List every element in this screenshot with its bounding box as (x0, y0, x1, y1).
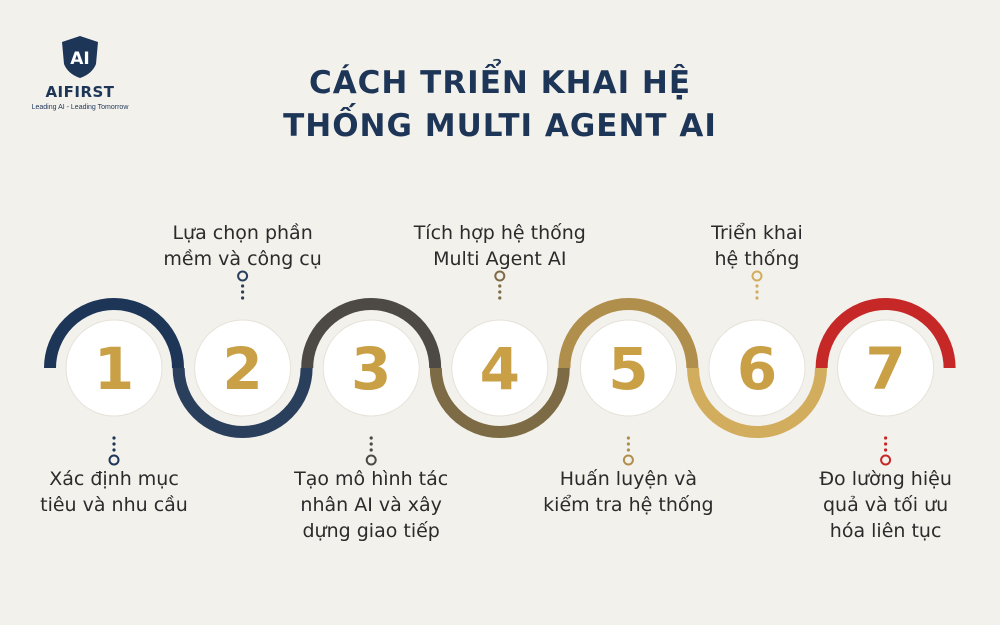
step-arc (172, 367, 313, 438)
connector-dot (755, 284, 759, 288)
connector-ring (880, 454, 892, 466)
logo-mark: AI (70, 49, 89, 69)
step-label-2: Lựa chọn phần mềm và công cụ (143, 220, 343, 272)
connector-dot (112, 436, 116, 440)
step-number: 1 (94, 335, 134, 403)
step-circle (65, 319, 163, 417)
step-circle (322, 319, 420, 417)
logo-name: AIFIRST (45, 83, 115, 101)
step-number: 6 (737, 335, 777, 403)
connector-dot (369, 442, 373, 446)
connector-dot (241, 284, 245, 288)
step-5: 5 (558, 298, 699, 466)
step-label-line: kiểm tra hệ thống (543, 494, 714, 516)
connector-dot (241, 296, 245, 300)
step-label-line: dựng giao tiếp (302, 520, 440, 542)
step-arc (815, 298, 956, 369)
step-circle (579, 319, 677, 417)
step-label-line: Huấn luyện và (559, 468, 698, 490)
connector-ring (237, 270, 249, 282)
step-label-line: quả và tối ưu (822, 494, 949, 516)
step-label-line: Tích hợp hệ thống (413, 222, 586, 244)
step-circle (708, 319, 806, 417)
step-label-1: Xác định mục tiêu và nhu cầu (14, 466, 214, 518)
connector-dot (884, 436, 888, 440)
step-label-line: Lựa chọn phần (172, 222, 313, 244)
step-3: 3 (301, 298, 442, 466)
connector-ring (751, 270, 763, 282)
title-line-1: CÁCH TRIỂN KHAI HỆ (308, 65, 692, 101)
step-2: 2 (172, 270, 313, 438)
step-arc (558, 298, 699, 369)
step-label-line: hóa liên tục (829, 520, 942, 542)
step-label-line: Xác định mục (49, 468, 179, 490)
logo: AI AIFIRST Leading AI - Leading Tomorrow (20, 34, 140, 111)
step-label-line: nhân AI và xây (300, 494, 442, 516)
connector-dot (112, 442, 116, 446)
connector-dot (626, 442, 631, 446)
step-arc (301, 298, 442, 369)
step-number: 3 (351, 335, 391, 403)
page-title: CÁCH TRIỂN KHAI HỆ THỐNG MULTI AGENT AI (240, 62, 760, 148)
step-circle (837, 319, 935, 417)
connector-dot (884, 448, 888, 452)
connector-ring (365, 454, 377, 466)
step-label-3: Tạo mô hình tác nhân AI và xây dựng giao t… (271, 466, 471, 544)
connector-dot (241, 290, 245, 294)
step-label-line: tiêu và nhu cầu (40, 494, 188, 516)
step-label-7: Đo lường hiệu quả và tối ưu hóa liên tục (786, 466, 986, 544)
step-arc (429, 367, 570, 438)
step-6: 6 (687, 270, 827, 438)
connector-ring (494, 270, 506, 282)
connector-dot (369, 448, 373, 452)
connector-dot (498, 296, 502, 300)
connector-dot (369, 436, 373, 440)
step-label-line: Triển khai (711, 222, 803, 244)
step-4: 4 (429, 270, 570, 438)
step-arc (687, 367, 827, 438)
step-number: 4 (480, 335, 520, 403)
step-label-line: Đo lường hiệu (819, 468, 952, 490)
logo-tagline: Leading AI - Leading Tomorrow (31, 104, 129, 111)
connector-dot (755, 290, 759, 294)
step-label-6: Triển khai hệ thống (657, 220, 857, 272)
connector-dot (498, 284, 502, 288)
connector-dot (626, 436, 631, 440)
step-arc (44, 298, 184, 369)
connector-dot (626, 448, 631, 452)
step-label-5: Huấn luyện và kiểm tra hệ thống (528, 466, 728, 518)
step-number: 5 (608, 335, 648, 403)
connector-dot (112, 448, 116, 452)
connector-ring (622, 454, 634, 466)
shield-icon: AI (62, 36, 98, 78)
step-circle (194, 319, 292, 417)
step-label-line: Tạo mô hình tác (294, 468, 449, 490)
step-number: 2 (222, 335, 262, 403)
connector-ring (108, 454, 120, 466)
title-line-2: THỐNG MULTI AGENT AI (283, 108, 717, 144)
step-7: 7 (815, 298, 956, 466)
step-1: 1 (44, 298, 184, 466)
step-label-line: Multi Agent AI (433, 248, 567, 270)
step-number: 7 (865, 335, 905, 403)
step-circle (451, 319, 549, 417)
step-label-line: mềm và công cụ (163, 248, 322, 270)
connector-dot (498, 290, 502, 294)
connector-dot (755, 296, 759, 300)
step-label-line: hệ thống (714, 248, 800, 270)
connector-dot (884, 442, 888, 446)
